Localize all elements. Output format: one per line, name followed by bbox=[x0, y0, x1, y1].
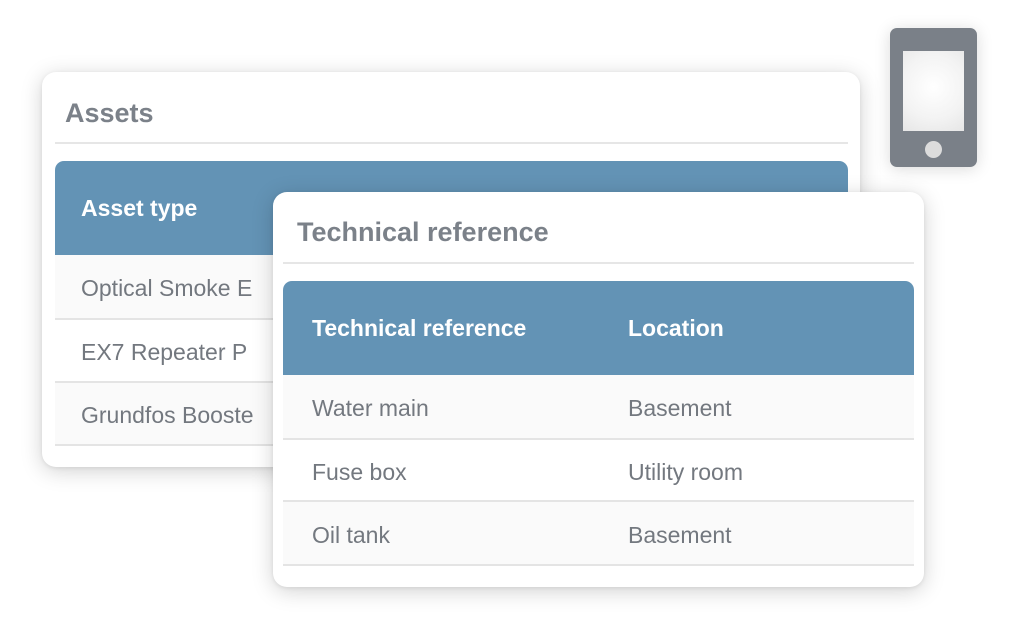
table-row[interactable]: Water main Basement bbox=[283, 375, 914, 440]
phone-screen bbox=[903, 51, 964, 131]
column-header-technical-reference[interactable]: Technical reference bbox=[312, 315, 527, 341]
table-row[interactable]: Oil tank Basement bbox=[283, 502, 914, 566]
tech-title-divider bbox=[283, 262, 914, 264]
cell-location: Utility room bbox=[628, 459, 744, 485]
cell-location: Basement bbox=[628, 395, 732, 421]
table-row[interactable]: Fuse box Utility room bbox=[283, 440, 914, 502]
assets-card-title: Assets bbox=[65, 98, 154, 128]
phone-home-button bbox=[925, 141, 942, 158]
column-header-asset-type[interactable]: Asset type bbox=[81, 195, 198, 221]
assets-title-divider bbox=[55, 142, 848, 144]
cell-technical-reference: Fuse box bbox=[312, 459, 407, 485]
mobile-phone-icon bbox=[890, 28, 977, 167]
cell-asset-type: EX7 Repeater P bbox=[81, 339, 248, 365]
cell-technical-reference: Oil tank bbox=[312, 522, 390, 548]
technical-reference-card-title: Technical reference bbox=[297, 217, 549, 247]
column-header-location[interactable]: Location bbox=[628, 315, 724, 341]
cell-asset-type: Grundfos Booste bbox=[81, 402, 254, 428]
cell-asset-type: Optical Smoke E bbox=[81, 275, 253, 301]
tech-table-header: Technical reference Location bbox=[283, 281, 914, 375]
technical-reference-card: Technical reference Technical reference … bbox=[273, 192, 924, 587]
cell-technical-reference: Water main bbox=[312, 395, 429, 421]
cell-location: Basement bbox=[628, 522, 732, 548]
